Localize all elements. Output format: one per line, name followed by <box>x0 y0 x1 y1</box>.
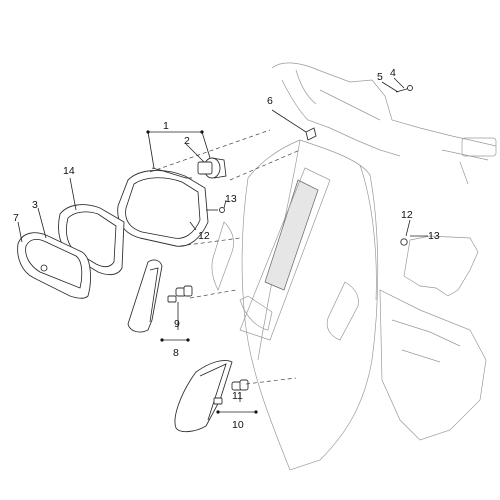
clip-6 <box>305 127 317 141</box>
callout-4: 4 <box>390 67 396 79</box>
assembly-lines <box>149 129 301 385</box>
callout-11: 11 <box>232 390 243 402</box>
right-indicator-recess <box>326 281 359 341</box>
callout-6: 6 <box>267 95 273 107</box>
headlight-lens <box>17 232 91 299</box>
headlight-bulb <box>197 157 227 179</box>
callout-5: 5 <box>377 71 383 83</box>
callout-12-left: 12 <box>198 230 210 242</box>
right-indicator-lens <box>174 360 233 433</box>
nut-12-right <box>400 238 408 246</box>
handlebar-assembly <box>271 62 497 185</box>
screw-4-5 <box>395 85 413 93</box>
front-shield <box>241 139 379 471</box>
callout-3: 3 <box>32 199 38 211</box>
callout-12-right: 12 <box>401 209 413 221</box>
callout-labels: 1 2 3 4 5 6 7 8 9 10 11 12 12 13 13 14 <box>13 67 440 431</box>
shield-center-strip <box>239 167 331 341</box>
callout-7: 7 <box>13 212 19 224</box>
callout-13-left: 13 <box>225 193 237 205</box>
callout-1: 1 <box>163 120 169 132</box>
callout-10: 10 <box>232 419 244 431</box>
callout-2: 2 <box>184 135 190 147</box>
callout-14: 14 <box>63 165 75 177</box>
left-indicator-bulbs <box>167 285 193 303</box>
leaders <box>17 77 428 414</box>
left-indicator-lens <box>127 259 163 333</box>
screw-13-left <box>206 207 225 213</box>
headlight-housing <box>117 167 209 247</box>
left-indicator-recess <box>211 221 234 291</box>
callout-13-right: 13 <box>428 230 440 242</box>
right-indicator-bulbs <box>213 379 249 405</box>
right-inner-panel <box>379 235 487 441</box>
callout-9: 9 <box>174 318 180 330</box>
callout-8: 8 <box>173 347 179 359</box>
